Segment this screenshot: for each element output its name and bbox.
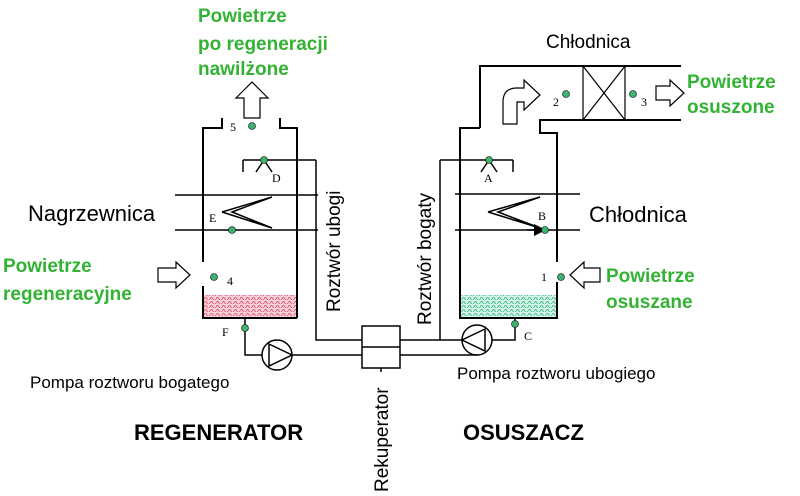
recuperator-label: Rekuperator: [372, 387, 393, 492]
heater-label: Nagrzewnica: [28, 201, 156, 226]
cooler-right-label: Chłodnica: [589, 202, 688, 227]
pump-weak: [460, 324, 493, 356]
air-regen-label-1: Powietrze: [3, 256, 92, 277]
air-to-dry-label-1: Powietrze: [606, 266, 695, 287]
regenerator-column: [175, 118, 318, 319]
point-E-label: E: [209, 211, 216, 225]
point-5-label: 5: [230, 120, 236, 134]
dehumidifier-solution-pool: [461, 295, 556, 317]
duct-cooler: [582, 65, 626, 121]
pump-rich-label: Pompa roztworu bogatego: [30, 373, 229, 392]
point-A-label: A: [484, 171, 493, 185]
duct-flow-arrow: [502, 78, 541, 125]
cooler-coil: [487, 196, 541, 229]
point-D-label: D: [272, 171, 281, 185]
weak-solution-label: Roztwór ubogi: [324, 191, 345, 312]
regenerator-label: REGENERATOR: [134, 420, 303, 445]
point-F-label: F: [222, 325, 229, 339]
cooler-top-label: Chłodnica: [546, 32, 631, 53]
heater-coil: [221, 196, 273, 229]
humid-air-outlet-arrow: [234, 81, 270, 119]
point-4-label: 4: [227, 274, 233, 288]
regenerator-solution-pool: [204, 295, 296, 317]
regeneration-air-inlet-arrow: [157, 260, 191, 290]
air-after-regen-label-1: Powietrze: [198, 6, 287, 27]
point-1-label: 1: [541, 270, 547, 284]
point-C-label: C: [524, 329, 532, 343]
air-to-dry-label-2: osuszane: [606, 292, 693, 313]
rich-solution-label: Roztwór bogaty: [415, 192, 436, 325]
recuperator: [361, 325, 401, 372]
point-3-label: 3: [641, 95, 647, 109]
air-after-regen-label-2: po regeneracji: [198, 34, 328, 55]
measurement-points: [210, 90, 637, 332]
point-B-label: B: [538, 209, 546, 223]
air-to-dry-inlet-arrow: [569, 260, 601, 290]
pump-weak-label: Pompa roztworu ubogiego: [457, 364, 655, 383]
dried-air-outlet-arrow: [655, 78, 685, 108]
dehumidifier-label: OSUSZACZ: [463, 420, 584, 445]
dehumidifier-sprayer: [440, 158, 514, 173]
air-dried-label-1: Powietrze: [687, 72, 776, 93]
air-after-regen-label-3: nawilżone: [198, 59, 289, 80]
pump-rich: [261, 339, 294, 371]
air-dried-label-2: osuszone: [687, 97, 775, 118]
air-regen-label-2: regeneracyjne: [3, 284, 132, 305]
point-2-label: 2: [553, 95, 559, 109]
